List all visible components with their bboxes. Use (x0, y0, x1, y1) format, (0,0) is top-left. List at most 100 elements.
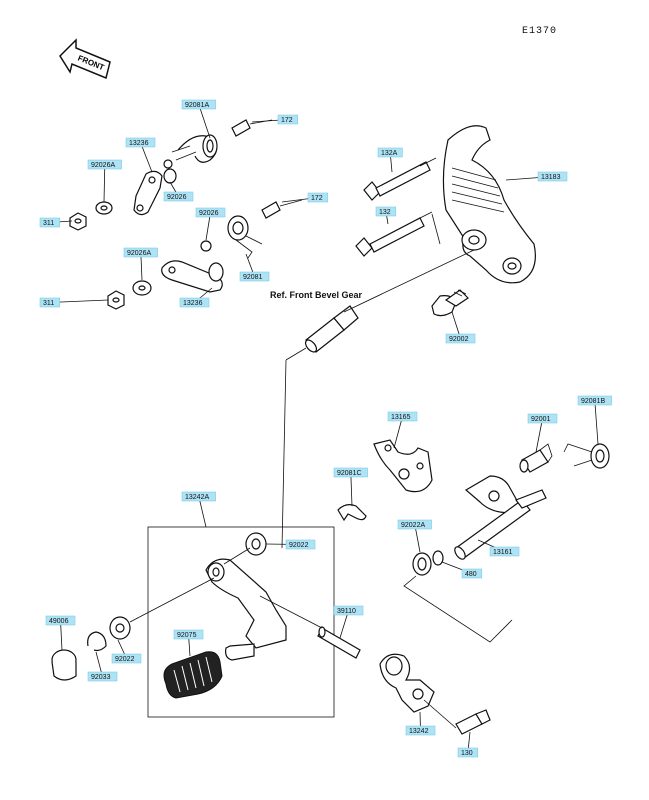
figure-code: E1370 (522, 26, 557, 37)
leader-line (535, 418, 543, 453)
part-label-l2: 172 (251, 114, 299, 125)
part-label-l8: 172 (281, 192, 329, 203)
part-label-l22: 92022 (265, 539, 316, 550)
part-number-text: 92075 (177, 632, 197, 639)
part-number-text: 92022 (115, 656, 135, 663)
part-number-text: 13165 (391, 414, 411, 421)
leader-line (103, 164, 106, 203)
part-number-text: 13236 (183, 300, 203, 307)
part-number-text: 480 (465, 571, 477, 578)
bolt-132 (355, 211, 433, 257)
lever-13236-upper (133, 170, 163, 216)
label-box (489, 546, 520, 557)
spring-92081b (563, 443, 610, 469)
washer-92026a-lower (132, 280, 152, 296)
front-arrow-icon: FRONT (59, 38, 111, 80)
part-number-text: 92002 (449, 336, 469, 343)
part-label-l11: 311 (39, 297, 109, 308)
part-label-l13: 132A (377, 147, 403, 173)
label-box (123, 247, 158, 258)
part-label-l26: 49006 (45, 615, 76, 651)
part-label-l32: 130 (457, 731, 479, 758)
reference-note: Ref. Front Bevel Gear (270, 290, 363, 300)
shaft-13161 (454, 475, 547, 560)
part-number-text: 39110 (337, 608, 356, 615)
label-box (173, 629, 204, 640)
label-box (445, 333, 476, 344)
part-number-text: 13161 (493, 549, 513, 556)
bolt-132a (363, 157, 437, 201)
part-number-text: 132 (379, 209, 391, 216)
label-box (39, 297, 61, 308)
part-number-text: 92022 (289, 542, 309, 549)
bevel-gear-shaft (304, 305, 359, 353)
part-label-l17: 13165 (387, 411, 418, 449)
leader-line (594, 400, 599, 445)
leader-line (350, 472, 353, 507)
pedal-rubber-92075 (163, 651, 223, 699)
spring-92081 (227, 215, 263, 259)
washer-92026-lower (200, 240, 212, 252)
part-number-text: 92022A (401, 522, 425, 529)
pin-172-lower (261, 199, 303, 219)
part-label-l15: 132 (375, 206, 397, 225)
washer-92022-pedal (245, 532, 267, 556)
part-number-text: 13236 (129, 140, 149, 147)
circlip-92033 (87, 631, 107, 652)
bracket-13183 (431, 125, 536, 284)
pin-172-upper (231, 119, 273, 137)
label-box (577, 395, 612, 406)
ring-480 (432, 550, 444, 566)
part-label-l31: 13242 (405, 711, 436, 736)
part-label-l20: 92081C (333, 467, 368, 507)
part-number-text: 172 (311, 195, 323, 202)
part-number-text: 92033 (91, 674, 111, 681)
label-box (387, 411, 418, 422)
part-label-l3: 13236 (125, 137, 156, 173)
tie-rod-39110 (317, 626, 361, 659)
part-number-text: 132A (381, 150, 398, 157)
part-label-l4: 92026A (87, 159, 122, 203)
part-number-text: 13183 (541, 174, 561, 181)
part-number-text: 92001 (531, 416, 551, 423)
part-label-l21: 13242A (181, 491, 216, 528)
leader-line (60, 620, 63, 651)
part-number-text: 92081C (337, 470, 362, 477)
leader-line (393, 416, 403, 449)
label-box (375, 206, 397, 217)
label-box (45, 615, 76, 626)
label-box (397, 519, 432, 530)
leader-line (198, 104, 211, 139)
part-number-text: 130 (461, 750, 473, 757)
part-number-text: 13242 (409, 728, 429, 735)
part-number-text: 92081B (581, 398, 605, 405)
part-number-text: 172 (281, 117, 293, 124)
nut-311-lower (107, 290, 125, 310)
part-label-l18: 92001 (527, 413, 558, 453)
label-box (537, 171, 568, 182)
label-box (87, 671, 118, 682)
leader-line (140, 142, 153, 173)
pedal-lever-13242a (205, 558, 287, 661)
label-box (377, 147, 403, 158)
label-box (307, 192, 329, 203)
label-box (195, 207, 226, 218)
part-label-l27: 92075 (173, 629, 204, 657)
label-box (461, 568, 483, 579)
part-label-l29: 92033 (87, 651, 118, 682)
part-label-l10: 92081 (239, 253, 270, 282)
part-label-l9: 92026A (123, 247, 158, 281)
part-number-text: 92026A (127, 250, 151, 257)
label-box (125, 137, 156, 148)
lever-13236-lower (161, 260, 224, 293)
label-box (405, 725, 436, 736)
part-label-l24: 480 (441, 561, 483, 579)
rod-end-13242 (379, 653, 435, 713)
part-label-l25: 13161 (477, 539, 520, 557)
part-number-text: 311 (43, 220, 54, 227)
part-label-l19: 92081B (577, 395, 612, 445)
bolt-92001 (519, 443, 553, 473)
label-box (87, 159, 122, 170)
nut-311-upper (69, 212, 87, 231)
